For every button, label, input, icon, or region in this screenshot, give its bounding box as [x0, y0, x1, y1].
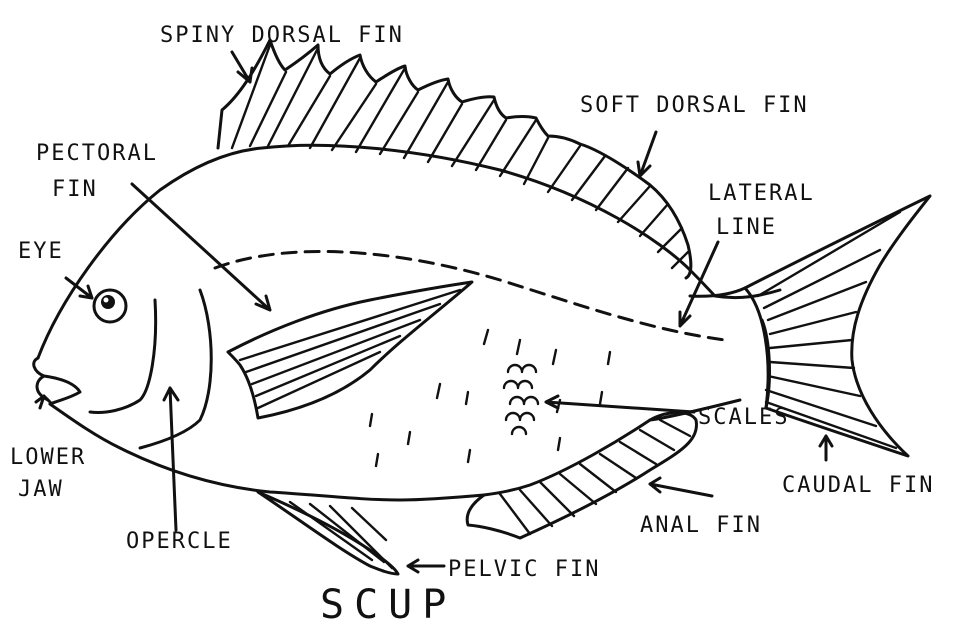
scale-cluster — [504, 365, 538, 434]
labels: SPINY DORSAL FIN SOFT DORSAL FIN PECTORA… — [10, 23, 934, 626]
label-pectoral-fin-2: FIN — [52, 177, 98, 202]
label-lower-jaw-2: JAW — [18, 477, 64, 502]
label-lower-jaw-1: LOWER — [10, 445, 86, 470]
caudal-fin-base — [745, 288, 768, 408]
spiny-dorsal-fin-rays — [232, 45, 688, 268]
diagram-title: SCUP — [320, 582, 456, 626]
arrow-soft-dorsal — [638, 132, 656, 176]
arrow-spiny-dorsal — [232, 52, 252, 82]
scale-marks — [370, 330, 610, 466]
eye-glint — [104, 298, 109, 303]
label-soft-dorsal-fin: SOFT DORSAL FIN — [580, 93, 809, 118]
arrow-opercle — [164, 388, 178, 530]
pectoral-fin-rays — [240, 290, 460, 408]
eye-pupil — [101, 295, 115, 309]
arrow-caudal — [820, 436, 832, 460]
label-pectoral-fin-1: PECTORAL — [36, 141, 158, 166]
label-lateral-line-2: LINE — [716, 215, 777, 240]
label-caudal-fin: CAUDAL FIN — [782, 473, 934, 498]
label-opercle: OPERCLE — [126, 529, 233, 554]
pectoral-fin-outline — [228, 282, 472, 418]
arrow-lower-jaw — [36, 396, 50, 408]
lateral-line-dashes — [215, 251, 725, 340]
label-lateral-line-1: LATERAL — [708, 181, 815, 206]
arrow-scales — [546, 396, 694, 412]
label-anal-fin: ANAL FIN — [640, 513, 762, 538]
arrow-pelvic — [408, 560, 444, 572]
label-eye: EYE — [18, 239, 64, 264]
label-pelvic-fin: PELVIC FIN — [448, 557, 600, 582]
label-scales: SCALES — [698, 405, 789, 430]
pelvic-fin-rays — [290, 502, 392, 568]
label-spiny-dorsal-fin: SPINY DORSAL FIN — [160, 23, 404, 48]
arrow-anal — [650, 478, 712, 496]
